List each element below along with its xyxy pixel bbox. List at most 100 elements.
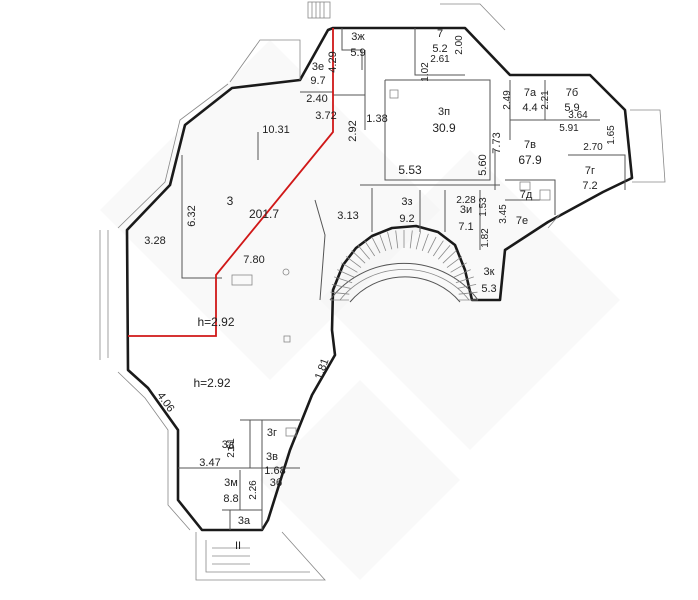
room-3b-name: 3б (270, 477, 282, 489)
height-label-lower: h=2.92 (193, 376, 230, 390)
room-7-name: 7 (437, 28, 443, 40)
dim-1-02: 1.02 (420, 62, 431, 82)
dim-3-28: 3.28 (144, 235, 165, 247)
room-3k-area: 5.3 (481, 283, 496, 295)
dim-3-13: 3.13 (337, 210, 358, 222)
stair-tread (379, 233, 387, 252)
room-3m-area: 8.8 (223, 493, 238, 505)
room-7a-name: 7а (524, 87, 537, 99)
dim-1-65: 1.65 (606, 125, 617, 145)
room-7d-name: 7д (520, 189, 533, 201)
stair-tread (450, 262, 467, 273)
stair-tread (432, 240, 444, 257)
room-3v-name: 3в (266, 451, 278, 463)
dim-5-60: 5.60 (477, 154, 489, 175)
stair-tread (442, 250, 457, 264)
dim-2-70: 2.70 (583, 142, 603, 153)
room-3e-name: 3е (312, 61, 324, 73)
dim-10-31: 10.31 (262, 124, 290, 136)
stair-tread (437, 245, 451, 260)
stair-tread (395, 230, 399, 249)
stair-tread (330, 291, 350, 295)
dim-6-32: 6.32 (186, 205, 198, 226)
dim-2-21: 2.21 (540, 90, 551, 110)
stair-tread (415, 231, 421, 250)
top-stair (307, 1, 506, 31)
dim-7-73: 7.73 (491, 132, 503, 153)
outer-walls (125, 26, 634, 532)
room-3e-area: 9.7 (310, 75, 325, 87)
dim-2-00: 2.00 (454, 35, 465, 55)
room-3zh-area: 5.9 (350, 47, 365, 59)
stair-tread (455, 276, 474, 284)
room-3-name: 3 (227, 194, 234, 208)
room-3zh-name: 3ж (351, 31, 365, 43)
stair-tread (421, 233, 429, 252)
stair-tread (331, 284, 351, 289)
room-3d-name: 3д (222, 439, 235, 451)
room-7v-name: 7в (524, 139, 536, 151)
stair-tread (345, 256, 362, 268)
stair-mark: II (235, 540, 241, 552)
stair-tread (334, 276, 353, 284)
room-7g-name: 7г (585, 165, 595, 177)
dim-2-92: 2.92 (347, 120, 359, 141)
room-3-area: 201.7 (249, 207, 279, 221)
room-7a-area: 4.4 (522, 102, 537, 114)
dim-1-82: 1.82 (480, 228, 491, 248)
dim-5-53: 5.53 (398, 163, 422, 177)
spiral-staircase (329, 230, 479, 303)
room-7g-area: 7.2 (582, 180, 597, 192)
stair-tread (364, 240, 376, 257)
stair-tread (409, 230, 413, 249)
stair-tread (457, 284, 477, 289)
room-7e-name: 7е (516, 215, 528, 227)
stair-tread (357, 245, 371, 260)
room-7-area: 5.2 (432, 43, 447, 55)
dim-2-40: 2.40 (306, 93, 327, 105)
room-7b-name: 7б (566, 87, 578, 99)
right-trim (547, 109, 666, 229)
dim-4-29: 4.29 (327, 51, 339, 72)
fixtures (231, 89, 551, 437)
room-7b-area: 5.9 (564, 102, 579, 114)
room-3i-area: 7.1 (458, 221, 473, 233)
stair-tread (427, 236, 437, 254)
stair-tread (458, 291, 478, 295)
stair-tread (337, 269, 355, 278)
room-3m-name: 3м (224, 477, 238, 489)
stair-tread (453, 269, 471, 278)
stair-tread (371, 236, 381, 254)
room-3z-name: 3з (401, 196, 412, 208)
room-labels: 3 201.7 3а 3б 3в 3г 3д 3е 9.7 3ж 5.9 3з … (222, 28, 598, 527)
room-3g-name: 3г (267, 427, 277, 439)
room-3k-name: 3к (484, 266, 495, 278)
room-7v-area: 67.9 (518, 153, 542, 167)
bottom-entrance (195, 531, 326, 581)
stair-tread (351, 250, 366, 264)
dim-2-61-top: 2.61 (430, 54, 450, 65)
dim-1-68: 1.68 (264, 465, 285, 477)
interior-walls (178, 28, 626, 530)
dim-7-80: 7.80 (243, 254, 264, 266)
red-boundary-line (128, 28, 334, 337)
dim-1-53: 1.53 (478, 197, 489, 217)
stair-tread (341, 262, 358, 273)
dim-3-72: 3.72 (315, 110, 336, 122)
stair-tread (446, 256, 463, 268)
dim-1-38: 1.38 (366, 113, 387, 125)
dim-2-26: 2.26 (248, 480, 259, 500)
dimension-labels: 10.31 6.32 3.28 7.80 2.40 3.72 2.92 4.29… (144, 35, 617, 500)
dim-2-61-bottom: 2.61 (226, 438, 237, 458)
dim-3-64: 3.64 (568, 110, 588, 121)
dim-2-49: 2.49 (502, 90, 513, 110)
dim-1-81: 1.81 (313, 357, 332, 381)
dim-5-91: 5.91 (559, 123, 579, 134)
stair-tread (387, 231, 393, 250)
dim-2-28: 2.28 (456, 195, 476, 206)
left-trim (99, 39, 301, 531)
room-3p-name: 3п (438, 106, 450, 118)
height-label-upper: h=2.92 (197, 315, 234, 329)
dim-3-45: 3.45 (498, 204, 509, 224)
